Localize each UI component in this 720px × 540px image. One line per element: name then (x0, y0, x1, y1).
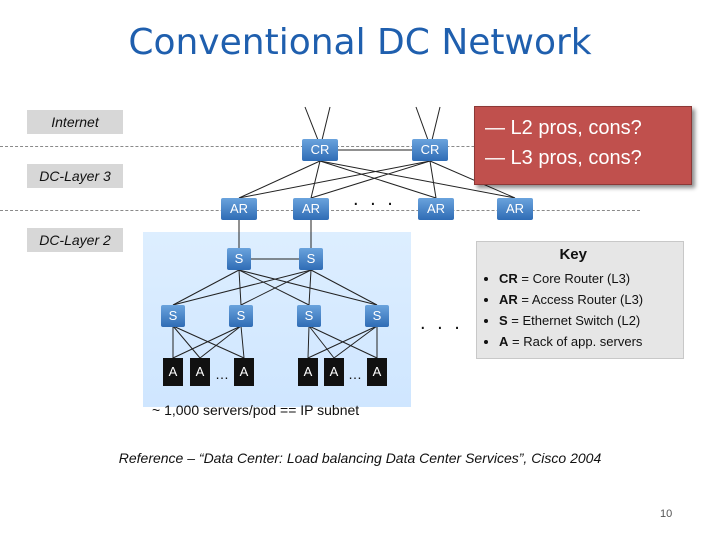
switch-bottom-3: S (297, 305, 321, 327)
switch-bottom-2: S (229, 305, 253, 327)
access-router-3: AR (418, 198, 454, 220)
rack-3: A (234, 358, 254, 386)
key-item: A = Rack of app. servers (499, 331, 683, 352)
rack-4: A (298, 358, 318, 386)
key-item-desc: = Core Router (L3) (517, 271, 631, 286)
callout-line-l2: — L2 pros, cons? (485, 117, 642, 139)
layer-label-dc-layer-3: DC-Layer 3 (27, 164, 123, 188)
key-item: S = Ethernet Switch (L2) (499, 310, 683, 331)
access-router-2: AR (293, 198, 329, 220)
key-item-term: CR (499, 271, 518, 286)
key-list: CR = Core Router (L3) AR = Access Router… (477, 268, 683, 352)
key-item-desc: = Access Router (L3) (517, 292, 644, 307)
rack-ellipsis-right: … (348, 366, 362, 382)
key-item-desc: = Ethernet Switch (L2) (507, 313, 641, 328)
access-router-1: AR (221, 198, 257, 220)
page-number: 10 (660, 508, 673, 520)
key-title: Key (559, 246, 587, 263)
switch-top-1: S (227, 248, 251, 270)
switch-bottom-1: S (161, 305, 185, 327)
key-item-term: AR (499, 292, 518, 307)
switch-top-2: S (299, 248, 323, 270)
switch-bottom-4: S (365, 305, 389, 327)
rack-2: A (190, 358, 210, 386)
rack-5: A (324, 358, 344, 386)
legend-key: Key CR = Core Router (L3) AR = Access Ro… (476, 241, 684, 359)
key-item: CR = Core Router (L3) (499, 268, 683, 289)
key-item: AR = Access Router (L3) (499, 289, 683, 310)
rack-1: A (163, 358, 183, 386)
key-item-term: S (499, 313, 508, 328)
core-router-1: CR (302, 139, 338, 161)
subnet-note: ~ 1,000 servers/pod == IP subnet (152, 402, 360, 418)
rack-ellipsis-left: … (215, 366, 229, 382)
pros-cons-callout: — L2 pros, cons? — L3 pros, cons? (474, 106, 692, 185)
layer-label-internet: Internet (27, 110, 123, 134)
pod-ellipsis: . . . (420, 312, 463, 334)
rack-6: A (367, 358, 387, 386)
callout-line-l3: — L3 pros, cons? (485, 147, 642, 169)
reference-citation: Reference – “Data Center: Load balancing… (118, 450, 602, 466)
access-router-4: AR (497, 198, 533, 220)
slide-title: Conventional DC Network (128, 22, 592, 63)
key-item-term: A (499, 334, 509, 349)
access-router-ellipsis: . . . (353, 188, 396, 210)
key-item-desc: = Rack of app. servers (508, 334, 643, 349)
core-router-2: CR (412, 139, 448, 161)
layer-label-dc-layer-2: DC-Layer 2 (27, 228, 123, 252)
